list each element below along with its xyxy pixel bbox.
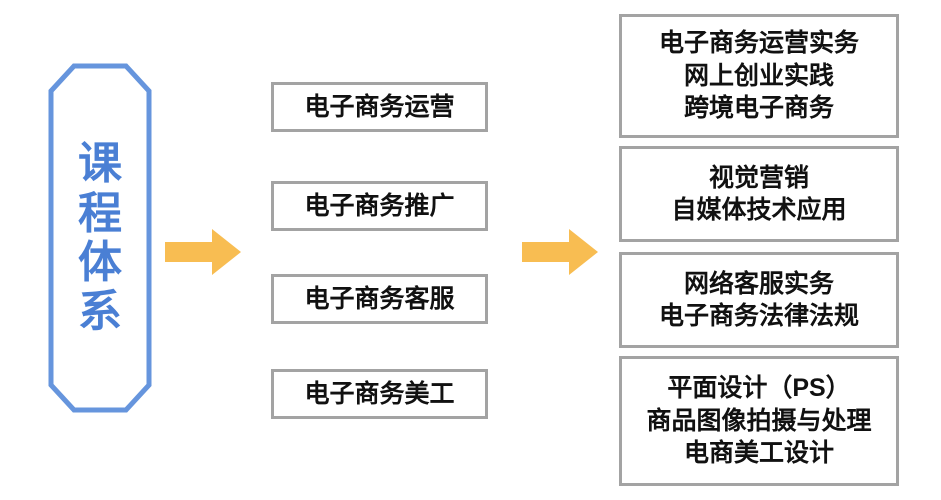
course-line-0-0: 电子商务运营实务 [658, 29, 859, 58]
course-line-2-1: 电子商务法律法规 [658, 302, 859, 330]
category-box-1[interactable]: 电子商务推广 [271, 181, 488, 231]
octagon-shape-icon [48, 63, 152, 413]
category-box-3[interactable]: 电子商务美工 [271, 369, 488, 419]
course-line-3-0: 平面设计（PS） [667, 374, 851, 403]
course-group-box-2[interactable]: 网络客服实务 电子商务法律法规 [619, 252, 899, 348]
category-label-1: 电子商务推广 [304, 191, 455, 220]
course-line-0-2: 跨境电子商务 [683, 94, 834, 123]
course-line-1-0: 视觉营销 [708, 163, 809, 192]
root-char-0: 课 [78, 139, 122, 189]
course-line-2-0: 网络客服实务 [683, 269, 834, 298]
root-char-2: 体 [78, 238, 122, 287]
category-label-3: 电子商务美工 [304, 379, 455, 408]
course-line-1-1: 自媒体技术应用 [671, 196, 847, 224]
arrow-root-to-categories-icon [165, 229, 241, 275]
root-node-course-system[interactable]: 课 程 体 系 [48, 63, 152, 413]
course-line-3-2: 电商美工设计 [683, 439, 834, 468]
course-line-0-1: 网上创业实践 [683, 61, 834, 90]
arrow-categories-to-courses-icon [522, 229, 598, 275]
category-box-0[interactable]: 电子商务运营 [271, 82, 488, 132]
category-label-0: 电子商务运营 [304, 92, 455, 121]
course-group-box-1[interactable]: 视觉营销 自媒体技术应用 [619, 146, 899, 242]
course-line-3-1: 商品图像拍摄与处理 [646, 406, 872, 435]
category-label-2: 电子商务客服 [304, 284, 455, 313]
root-node-label: 课 程 体 系 [48, 63, 152, 413]
root-char-3: 系 [78, 287, 122, 337]
root-char-1: 程 [78, 188, 122, 238]
course-group-box-3[interactable]: 平面设计（PS） 商品图像拍摄与处理 电商美工设计 [619, 356, 899, 486]
category-box-2[interactable]: 电子商务客服 [271, 274, 488, 324]
course-group-box-0[interactable]: 电子商务运营实务 网上创业实践 跨境电子商务 [619, 14, 899, 138]
